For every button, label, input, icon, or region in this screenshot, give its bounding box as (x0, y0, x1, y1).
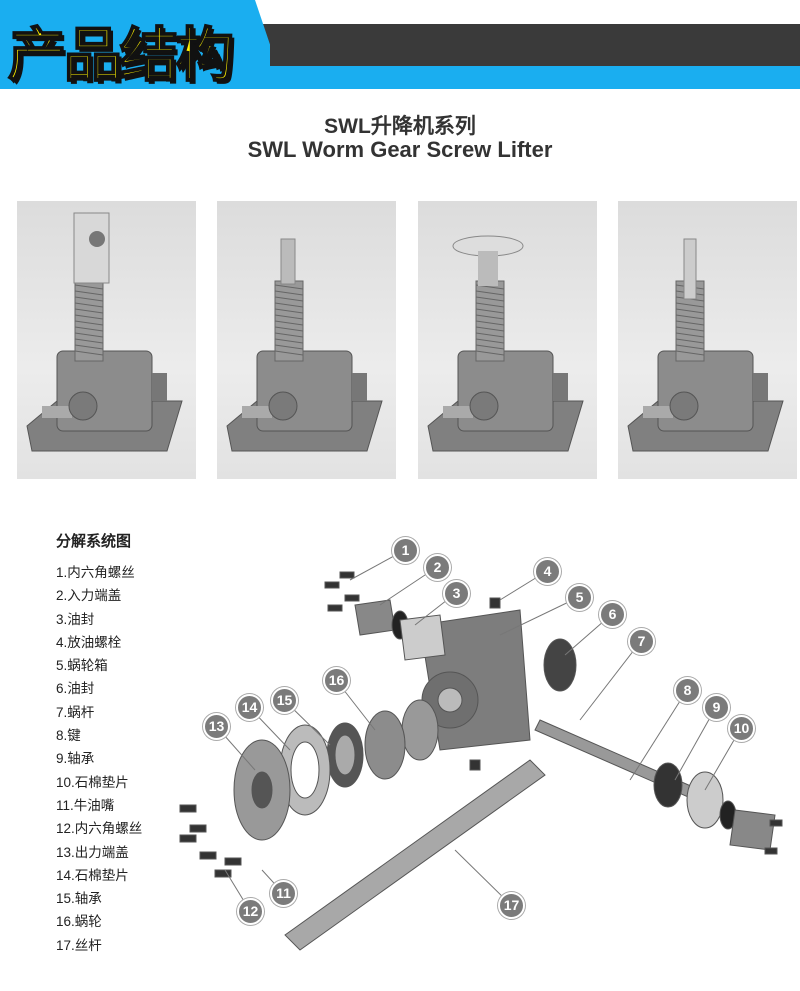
exploded-drawing (179, 549, 783, 951)
legend-item: 11.牛油嘴 (56, 797, 115, 813)
product-photo-plain-end (618, 201, 797, 479)
legend-item: 1.内六角螺丝 (56, 565, 135, 580)
legend-item: 5.蜗轮箱 (56, 658, 108, 674)
product-photo-clevis-top (17, 201, 196, 479)
legend-item: 4.放油螺栓 (56, 634, 122, 650)
series-title-en: SWL Worm Gear Screw Lifter (247, 137, 553, 162)
callout-16: 16 (323, 667, 350, 694)
parts-legend: 分解系统图 1.内六角螺丝 2.入力端盖 3.油封 4.放油螺栓 5.蜗轮箱 6.油封 7.… (56, 530, 142, 953)
legend-item: 13.出力端盖 (56, 844, 129, 860)
callout-4: 4 (534, 558, 561, 585)
banner-title: 产品结构 (7, 20, 235, 90)
legend-item: 3.油封 (56, 611, 95, 627)
callout-11: 11 (270, 880, 297, 907)
callout-6: 6 (599, 601, 626, 628)
callout-2: 2 (424, 554, 451, 581)
callout-15: 15 (271, 687, 298, 714)
callout-12: 12 (237, 898, 264, 925)
lead-screw (284, 759, 546, 951)
product-photo-threaded-end (217, 201, 396, 479)
legend-item: 17.丝杆 (56, 937, 102, 953)
legend-item: 6.油封 (56, 681, 95, 697)
legend-item: 7.蜗杆 (56, 704, 95, 720)
legend-item: 16.蜗轮 (56, 914, 102, 930)
callout-8: 8 (674, 677, 701, 704)
legend-item: 9.轴承 (56, 751, 95, 767)
legend-item: 10.石棉垫片 (56, 774, 129, 790)
callout-3: 3 (443, 580, 470, 607)
dark-bar (180, 24, 800, 66)
legend-item: 14.石棉垫片 (56, 867, 129, 883)
callout-10: 10 (728, 715, 755, 742)
callout-5: 5 (566, 584, 593, 611)
legend-title: 分解系统图 (56, 533, 132, 550)
callout-14: 14 (236, 694, 263, 721)
legend-item: 8.键 (56, 728, 81, 744)
callout-9: 9 (703, 694, 730, 721)
callout-17: 17 (498, 892, 525, 919)
series-title-cn: SWL升降机系列 (324, 115, 476, 138)
product-photo-flange-top (418, 201, 597, 479)
legend-item: 15.轴承 (56, 891, 102, 907)
header-banner: 产品结构 (0, 0, 800, 90)
callout-1: 1 (392, 537, 419, 564)
legend-item: 2.入力端盖 (56, 588, 122, 604)
legend-item: 12.内六角螺丝 (56, 821, 143, 837)
callout-7: 7 (628, 628, 655, 655)
callout-13: 13 (203, 713, 230, 740)
